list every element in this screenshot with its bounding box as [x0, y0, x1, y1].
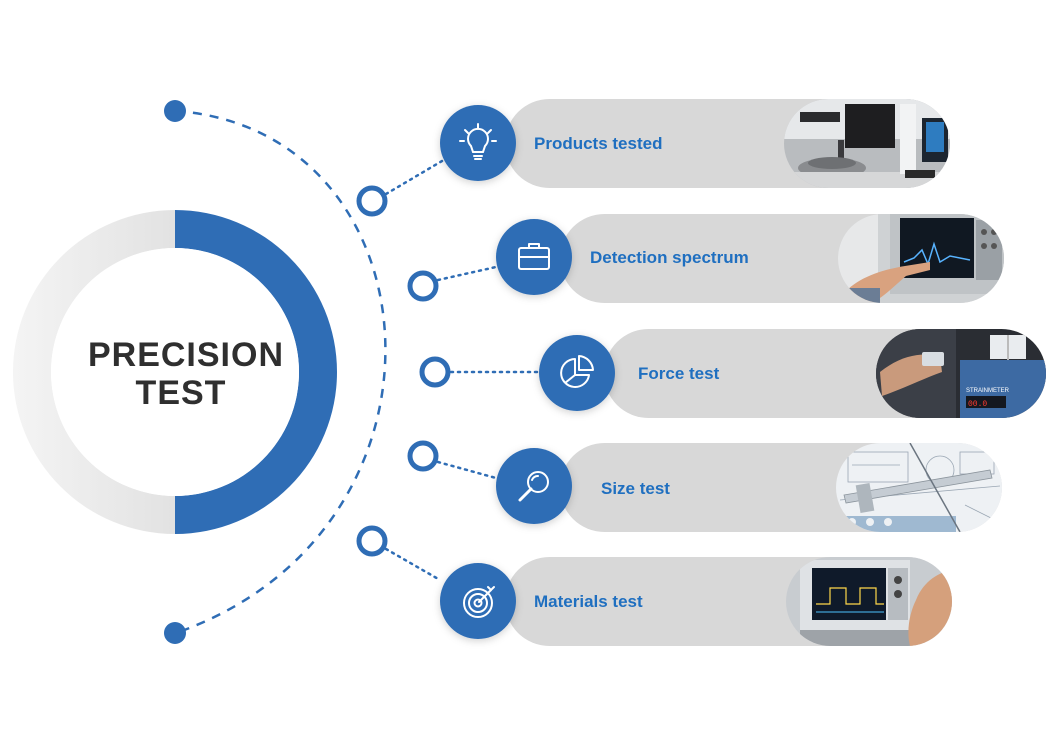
item-icon-circle	[440, 105, 516, 181]
item-label: Products tested	[534, 134, 662, 153]
title-line-2: TEST	[136, 374, 227, 412]
item-force-test[interactable]: STRAINMETER 00.0 Force test	[539, 329, 1046, 418]
item-detection-spectrum[interactable]: Detection spectrum	[496, 214, 1004, 303]
oscilloscope-hand-photo	[786, 557, 952, 646]
svg-text:00.0: 00.0	[968, 400, 987, 409]
arc-node-2	[407, 270, 439, 302]
central-ring: PRECISION TEST	[13, 210, 337, 534]
target-icon	[463, 586, 495, 618]
briefcase-icon	[518, 243, 550, 270]
force-meter-photo: STRAINMETER 00.0	[876, 329, 1046, 418]
item-products-tested[interactable]: Products tested	[440, 99, 950, 188]
item-label: Materials test	[534, 592, 643, 611]
magnifier-icon	[518, 471, 549, 502]
ring-inner-disc	[51, 248, 299, 496]
connector-2	[436, 265, 498, 282]
dashed-arc	[175, 109, 387, 635]
measuring-machine-photo	[784, 99, 950, 188]
caliper-blueprint-photo	[836, 443, 1002, 532]
item-materials-test[interactable]: Materials test	[440, 557, 952, 646]
connector-1	[384, 159, 444, 196]
arc-node-5	[356, 525, 388, 557]
item-size-test[interactable]: Size test	[496, 443, 1002, 532]
oscilloscope-touch-photo	[838, 214, 1004, 303]
arc-nodes	[356, 185, 451, 557]
arc-node-1	[356, 185, 388, 217]
arc-endpoint-top	[164, 100, 186, 122]
connectors	[384, 159, 540, 582]
item-icon-circle	[440, 563, 516, 639]
arc-endpoint-bottom	[164, 622, 186, 644]
item-icon-circle	[539, 335, 615, 411]
item-label: Force test	[638, 364, 720, 383]
item-icon-circle	[496, 448, 572, 524]
lightbulb-icon	[459, 123, 497, 160]
connector-4	[436, 460, 498, 480]
title-line-1: PRECISION	[88, 336, 284, 374]
item-label: Detection spectrum	[590, 248, 749, 267]
ring-blue-half	[175, 210, 337, 534]
arc-node-4	[407, 440, 439, 472]
arc-node-3	[419, 356, 451, 388]
pie-chart-icon	[560, 355, 594, 388]
connector-5	[384, 547, 442, 582]
ring-grey-half	[13, 210, 175, 534]
photo-caption: STRAINMETER	[966, 388, 1010, 394]
item-label: Size test	[601, 479, 670, 498]
